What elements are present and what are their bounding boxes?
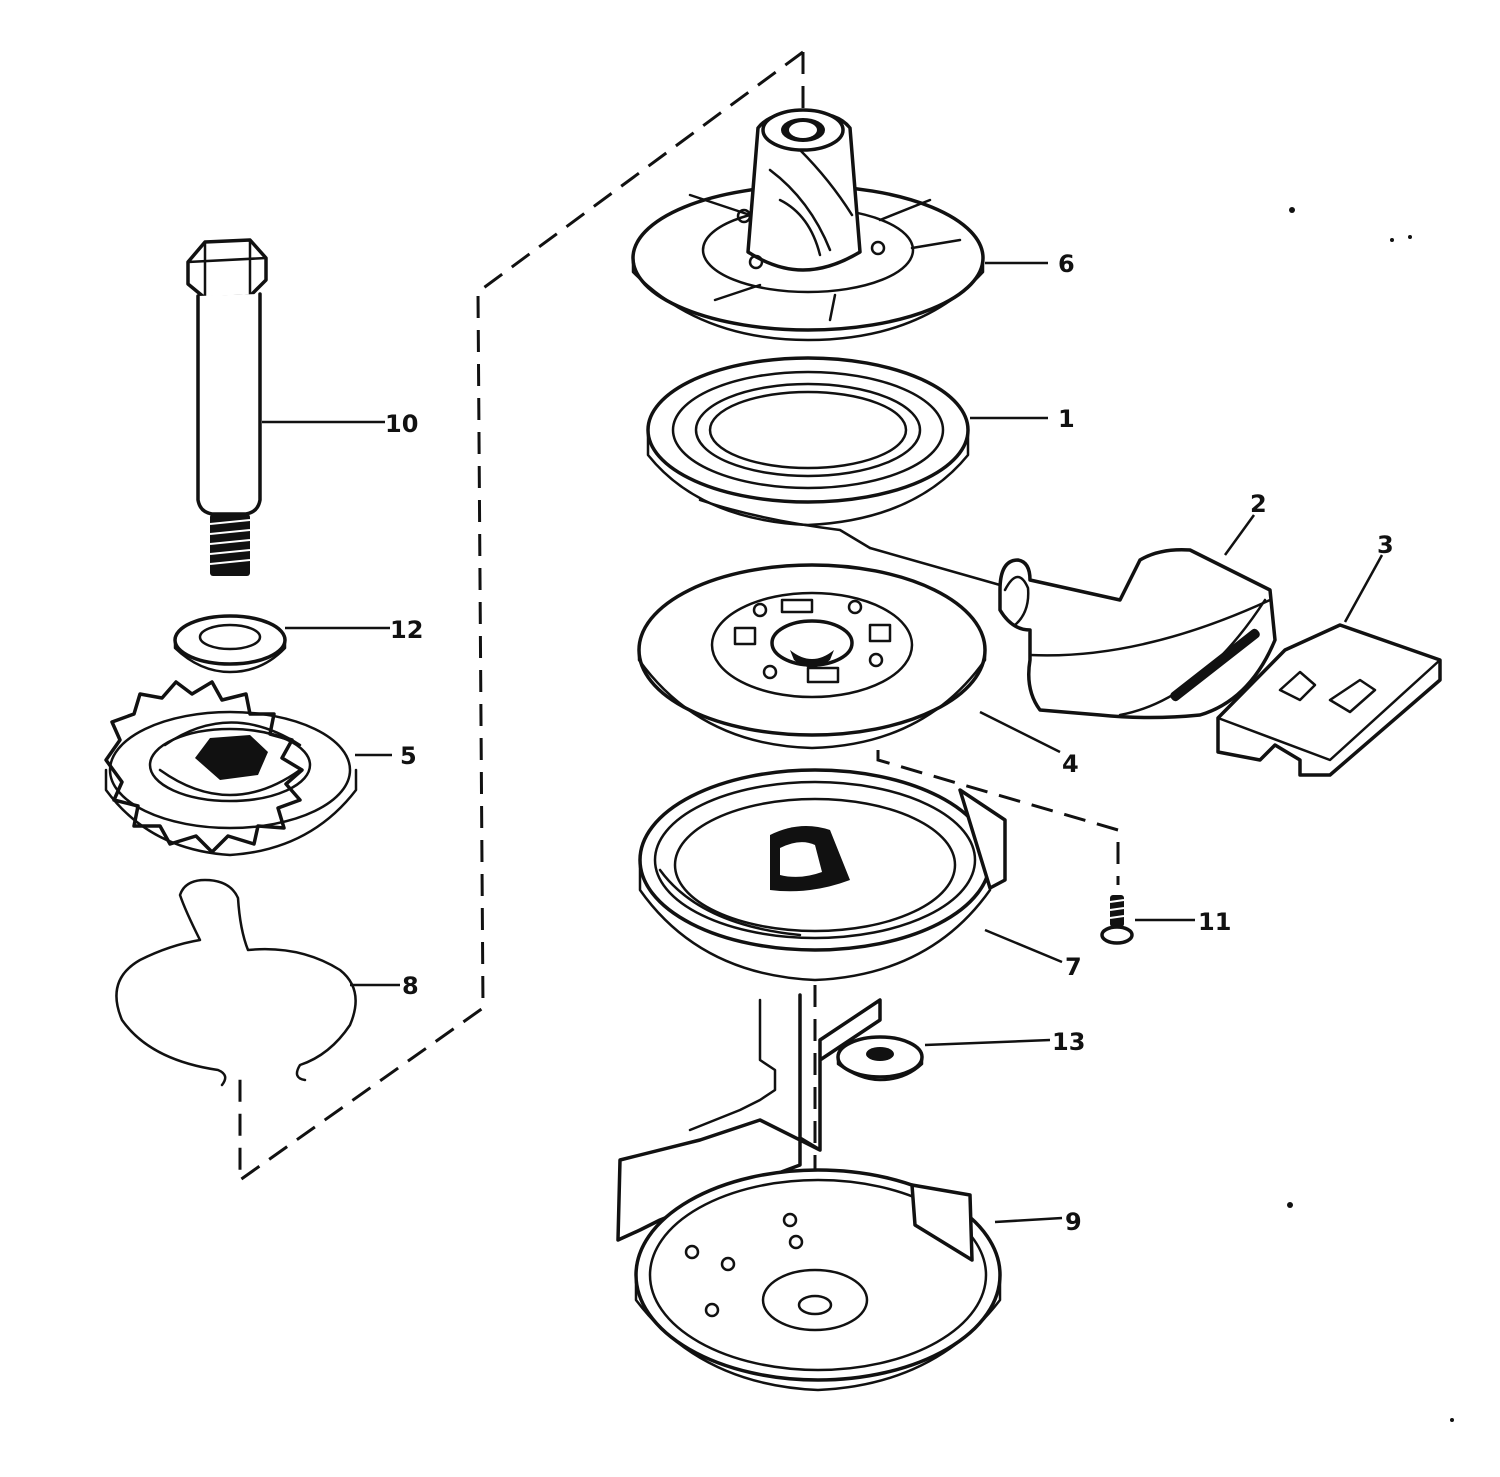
washer-part — [173, 614, 287, 674]
leader-lines — [262, 261, 1384, 1224]
callout-labels: 6 1 2 3 4 5 10 12 7 11 13 8 9 — [385, 250, 1394, 1236]
callout-12: 12 — [390, 616, 423, 644]
print-specks — [1287, 207, 1454, 1422]
wire-spring-clip-part — [115, 878, 357, 1087]
callout-5: 5 — [400, 742, 417, 770]
callout-8: 8 — [402, 972, 419, 1000]
callout-6: 6 — [1058, 250, 1075, 278]
starter-housing-part — [616, 993, 1002, 1392]
cam-pulley-part — [631, 108, 985, 342]
callout-7: 7 — [1065, 953, 1082, 981]
starter-rope-coil-part — [646, 356, 1002, 587]
callout-1: 1 — [1058, 405, 1075, 433]
rope-handle-part — [998, 547, 1277, 720]
callout-10: 10 — [385, 410, 418, 438]
callout-11: 11 — [1198, 908, 1231, 936]
callout-3: 3 — [1377, 531, 1394, 559]
ratchet-gear-part — [104, 680, 358, 857]
drive-disc-part — [637, 563, 987, 750]
handle-insert-part — [1216, 623, 1442, 777]
callout-4: 4 — [1062, 750, 1079, 778]
bolt-part — [186, 238, 268, 576]
callout-2: 2 — [1250, 490, 1267, 518]
callout-9: 9 — [1065, 1208, 1082, 1236]
callout-13: 13 — [1052, 1028, 1085, 1056]
screw-part — [1100, 895, 1134, 945]
recoil-spring-part — [638, 768, 1007, 982]
flat-washer-part — [836, 1035, 924, 1082]
